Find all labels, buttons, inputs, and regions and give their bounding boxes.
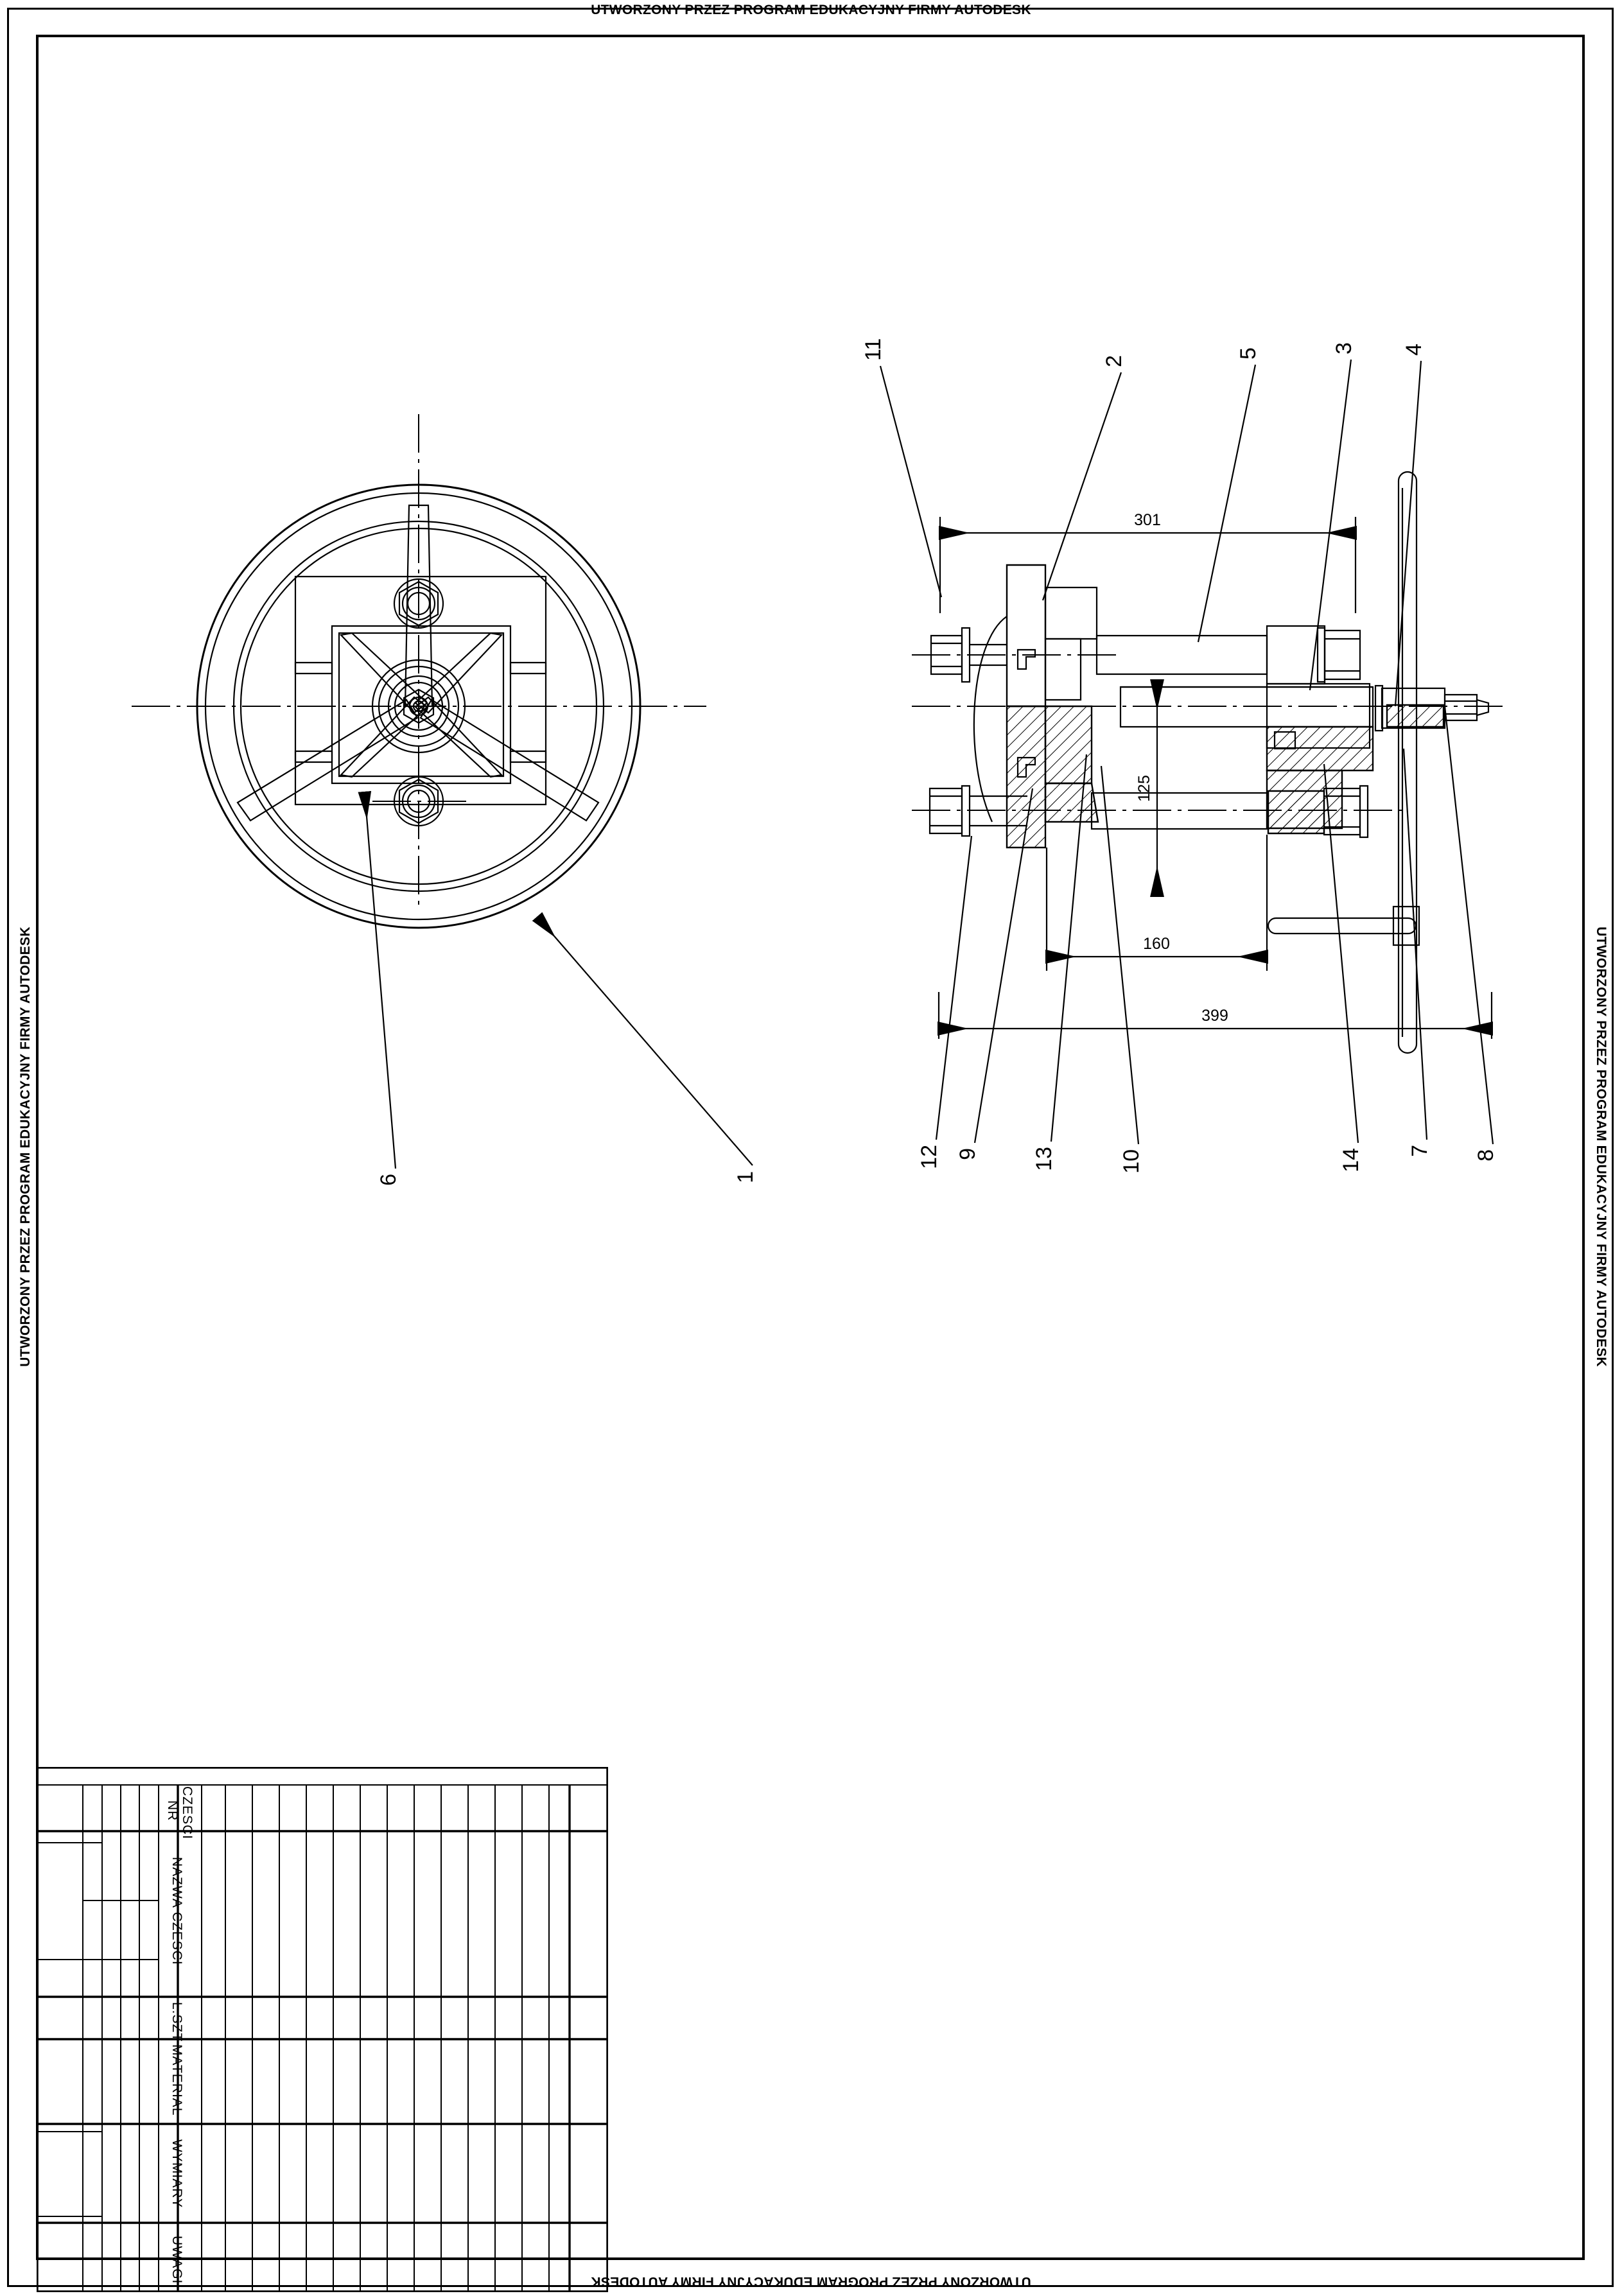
tb-header-czesci: CZESCI	[180, 1786, 195, 1839]
tb-header-uwagi: UWAGI	[170, 2236, 184, 2284]
inner-border	[36, 35, 1585, 2260]
title-block-bom[interactable]: NR CZESCI NAZWA CZESCI L.SZT MATERIAL WY…	[37, 1767, 608, 2292]
title-block-grid: NR CZESCI NAZWA CZESCI L.SZT MATERIAL WY…	[37, 1767, 608, 2292]
tb-header-l-szt: L.SZT	[170, 2002, 184, 2042]
autodesk-edu-banner-left: UTWORZONY PRZEZ PROGRAM EDUKACYJNY FIRMY…	[18, 926, 33, 1367]
tb-header-nr: NR	[165, 1800, 180, 1821]
tb-header-wymiary: WYMIARY	[170, 2139, 184, 2208]
autodesk-edu-banner-right: UTWORZONY PRZEZ PROGRAM EDUKACYJNY FIRMY…	[1594, 926, 1609, 1367]
tb-header-nazwa-czesci: NAZWA CZESCI	[170, 1857, 184, 1965]
autodesk-edu-banner-top: UTWORZONY PRZEZ PROGRAM EDUKACYJNY FIRMY…	[591, 3, 1031, 17]
outer-border	[7, 8, 1614, 2287]
title-block-outer-box	[37, 1767, 608, 2292]
title-block-column-rules	[37, 1784, 607, 2224]
tb-header-material: MATERIAL	[170, 2044, 184, 2116]
